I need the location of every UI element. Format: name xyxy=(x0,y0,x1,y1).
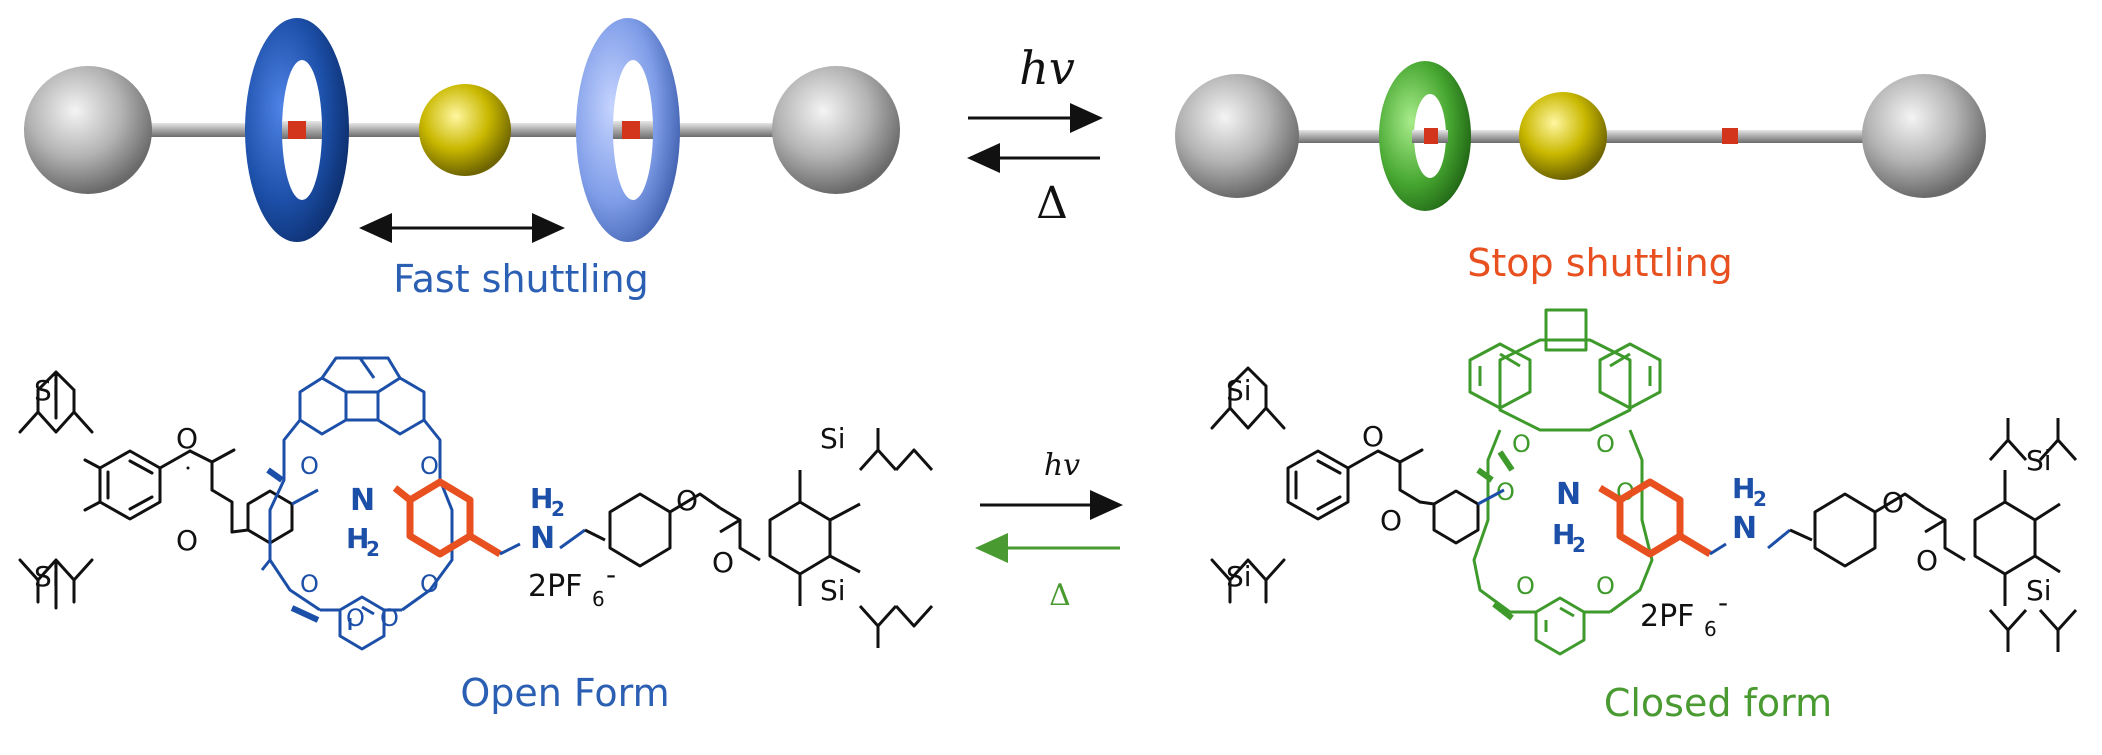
benzyl-ring-right-left-structure xyxy=(608,492,672,568)
benzyl-ring-right-closed xyxy=(1813,492,1877,568)
top-left-rotaxane-cartoon: Fast shuttling xyxy=(24,18,900,301)
central-yellow-sphere xyxy=(419,84,511,176)
oxygen-label: O xyxy=(176,524,198,557)
tips-groups-left xyxy=(18,370,94,610)
fast-shuttling-caption: Fast shuttling xyxy=(393,257,649,301)
open-form-axle xyxy=(291,478,721,568)
open-form-si-labels: Si Si Si Si O O O O xyxy=(34,374,846,607)
counterion-subscript: 6 xyxy=(1704,617,1717,641)
orange-phenylene-left xyxy=(406,478,474,558)
benzyl-ring-left-closed xyxy=(1432,489,1480,545)
oxygen-label: O xyxy=(420,570,439,598)
ammonium-sub-top: 2 xyxy=(366,537,380,561)
si-label: Si xyxy=(34,560,60,593)
oxygen-label: O xyxy=(380,604,399,632)
closed-form-axle xyxy=(1477,418,2078,652)
open-form-nh-labels: N H 2 H 2 N 2PF 6 - xyxy=(346,482,616,611)
green-macrocycle-ring xyxy=(1379,61,1471,211)
bottom-delta-label: Δ xyxy=(1049,578,1071,613)
ammonium-n-right: N xyxy=(530,521,555,556)
oxygen-label: O xyxy=(1516,572,1535,600)
ammonium-h-top: H xyxy=(346,522,369,555)
oxygen-label: O xyxy=(1380,504,1402,537)
oxygen-label: O xyxy=(1596,572,1615,600)
top-equilibrium-arrows: hv Δ xyxy=(967,41,1103,229)
counterion-subscript: 6 xyxy=(592,587,605,611)
blue-macrocycle-ring xyxy=(245,18,349,242)
oxygen-label: O xyxy=(1362,420,1384,453)
ammonium-n-top: N xyxy=(350,483,375,518)
blue-crown-oxygens: O O O O O O xyxy=(300,452,439,632)
ammonium-h-right: H xyxy=(530,482,553,515)
counterion-superscript: - xyxy=(1718,586,1728,619)
si-label: Si xyxy=(1226,374,1252,407)
counterion-label: 2PF xyxy=(528,569,582,604)
si-label: Si xyxy=(820,422,846,455)
bottom-hv-label: hv xyxy=(1044,448,1080,483)
ammonium-n-right: N xyxy=(1732,511,1757,546)
oxygen-label: O xyxy=(346,604,365,632)
oxygen-label: O xyxy=(712,546,734,579)
stopper-right-sphere-right xyxy=(1862,74,1986,198)
free-station xyxy=(1722,128,1738,144)
ammonium-sub-right: 2 xyxy=(1753,487,1767,511)
oxygen-label: O xyxy=(300,452,319,480)
oxygen-label: O xyxy=(676,484,698,517)
green-crown-oxygens: O O O O O O xyxy=(1496,430,1635,600)
si-label: Si xyxy=(1226,560,1252,593)
oxygen-label: O xyxy=(1496,478,1515,506)
open-form-right-terminus xyxy=(719,428,934,648)
ammonium-sub-top: 2 xyxy=(1572,533,1586,557)
top-delta-label: Δ xyxy=(1036,178,1068,229)
bottom-equilibrium-arrows: hv Δ xyxy=(975,448,1123,613)
aryl-ring-right-closed xyxy=(1973,500,2037,576)
si-label: Si xyxy=(820,574,846,607)
stop-shuttling-caption: Stop shuttling xyxy=(1467,241,1733,285)
orange-phenylene-right xyxy=(1616,478,1684,558)
stopper-left-sphere-right xyxy=(1175,74,1299,198)
open-form-structure xyxy=(18,370,294,610)
closed-form-si-labels: Si Si Si Si O O O O xyxy=(1226,374,2052,607)
oxygen-label: O xyxy=(1916,544,1938,577)
aryl-ring-left-closed xyxy=(1286,449,1350,521)
oxygen-label: O xyxy=(300,570,319,598)
oxygen-label: O xyxy=(1512,430,1531,458)
green-crown-ether xyxy=(1468,308,1662,656)
oxygen-label: O xyxy=(1882,486,1904,519)
open-form-caption: Open Form xyxy=(460,671,669,715)
oxygen-label: O xyxy=(176,422,198,455)
ammonium-n-top: N xyxy=(1556,477,1581,512)
ammonium-h-right: H xyxy=(1732,472,1755,505)
catechol-closed xyxy=(1534,596,1586,656)
si-label: Si xyxy=(34,374,60,407)
si-label: Si xyxy=(2026,574,2052,607)
si-label: Si xyxy=(2026,444,2052,477)
blue-crown-ether xyxy=(260,356,454,651)
closed-form-structure xyxy=(1210,366,1480,604)
central-yellow-sphere-right xyxy=(1519,92,1607,180)
closed-form-nh-labels: N H 2 H 2 N 2PF 6 - xyxy=(1552,472,1767,641)
counterion-label: 2PF xyxy=(1640,599,1694,634)
top-right-rotaxane-cartoon: Stop shuttling xyxy=(1175,61,1986,285)
ammonium-h-top: H xyxy=(1552,518,1575,551)
closed-form-caption: Closed form xyxy=(1604,681,1832,725)
oxygen-label: O xyxy=(420,452,439,480)
counterion-superscript: - xyxy=(606,558,616,591)
ammonium-sub-right: 2 xyxy=(551,497,565,521)
aryl-ring-right xyxy=(768,500,832,576)
light-blue-macrocycle-ring xyxy=(576,18,680,242)
top-hv-label: hv xyxy=(1019,41,1075,95)
stopper-right-sphere xyxy=(772,66,900,194)
stopper-left-sphere xyxy=(24,66,152,194)
oxygen-label: O xyxy=(1596,430,1615,458)
